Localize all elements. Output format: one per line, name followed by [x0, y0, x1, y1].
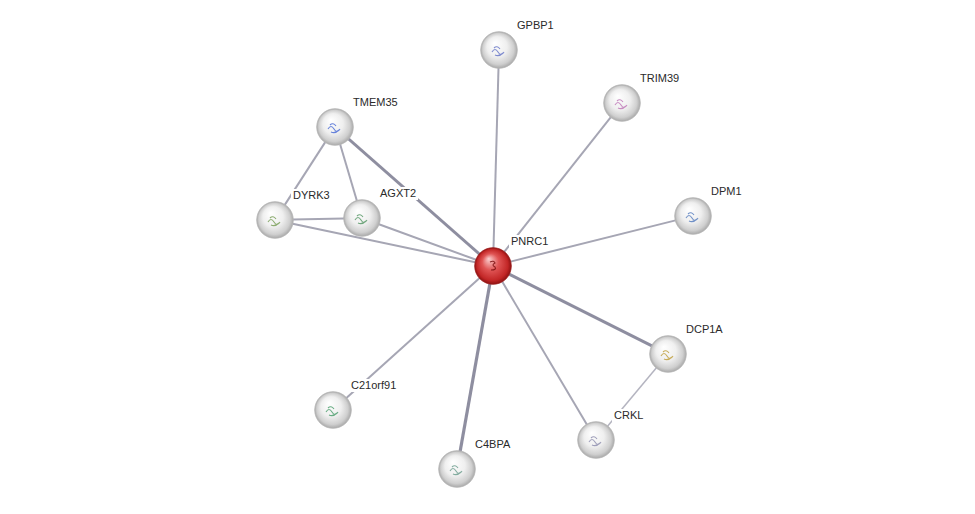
query-protein-node: PNRC1 — [474, 247, 512, 285]
protein-label: DYRK3 — [291, 189, 332, 202]
interaction-edge — [346, 278, 479, 398]
protein-label: DPM1 — [709, 185, 744, 198]
protein-label: CRKL — [612, 409, 645, 422]
sphere — [480, 31, 518, 69]
interaction-edge — [608, 368, 657, 426]
interaction-edge — [340, 144, 357, 200]
protein-node: GPBP1 — [480, 31, 518, 69]
interaction-edge — [379, 224, 476, 260]
protein-label: TRIM39 — [638, 72, 681, 85]
protein-label: DCP1A — [684, 323, 725, 336]
sphere — [314, 391, 352, 429]
protein-node: TRIM39 — [603, 84, 641, 122]
protein-node: C21orf91 — [314, 391, 352, 429]
protein-node: TMEM35 — [316, 108, 354, 146]
protein-label: TMEM35 — [351, 96, 400, 109]
sphere — [343, 199, 381, 237]
sphere — [674, 197, 712, 235]
interaction-edge — [460, 284, 490, 452]
interaction-edge — [509, 274, 652, 346]
protein-node: DPM1 — [674, 197, 712, 235]
protein-node: CRKL — [577, 421, 615, 459]
sphere — [649, 335, 687, 373]
sphere — [316, 108, 354, 146]
interaction-edge — [293, 224, 476, 263]
sphere — [474, 247, 512, 285]
sphere — [603, 84, 641, 122]
sphere — [438, 450, 476, 488]
protein-label: GPBP1 — [515, 19, 556, 32]
interaction-edge — [494, 68, 499, 248]
protein-node: C4BPA — [438, 450, 476, 488]
protein-label: C21orf91 — [349, 379, 398, 392]
protein-node: DCP1A — [649, 335, 687, 373]
protein-node: DYRK3 — [256, 201, 294, 239]
protein-node: AGXT2 — [343, 199, 381, 237]
interaction-edge — [502, 281, 587, 424]
interaction-edge — [293, 218, 344, 219]
sphere — [256, 201, 294, 239]
interaction-edge — [504, 117, 611, 252]
protein-label: C4BPA — [473, 438, 512, 451]
sphere — [577, 421, 615, 459]
protein-label: AGXT2 — [378, 187, 418, 200]
protein-label: PNRC1 — [509, 235, 550, 248]
